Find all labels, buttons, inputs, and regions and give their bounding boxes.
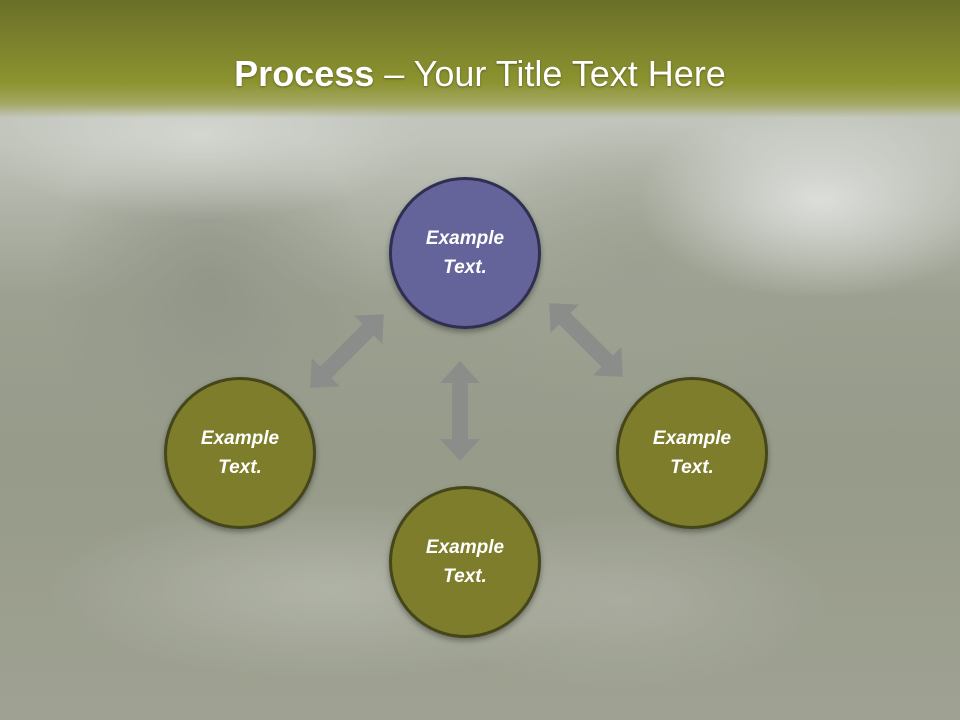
node-right-line2: Text. xyxy=(670,457,714,478)
node-bottom-line2: Text. xyxy=(443,566,487,587)
arrow-top-left xyxy=(310,314,384,388)
node-left[interactable]: Example Text. xyxy=(164,377,316,529)
slide-title: Process – Your Title Text Here xyxy=(0,52,960,96)
title-rest: Your Title Text Here xyxy=(413,53,726,94)
title-bold: Process xyxy=(234,53,375,94)
title-bar xyxy=(0,0,960,118)
node-left-line2: Text. xyxy=(218,457,262,478)
title-separator: – xyxy=(374,53,414,94)
node-right-line1: Example xyxy=(652,428,732,449)
arrow-vertical xyxy=(440,361,480,461)
node-left-line1: Example xyxy=(200,428,280,449)
node-right[interactable]: Example Text. xyxy=(616,377,768,529)
arrow-top-right xyxy=(549,303,623,377)
node-bottom-line1: Example xyxy=(425,537,505,558)
node-top-line1: Example xyxy=(425,228,505,249)
node-bottom[interactable]: Example Text. xyxy=(389,486,541,638)
node-top-line2: Text. xyxy=(443,257,487,278)
node-top[interactable]: Example Text. xyxy=(389,177,541,329)
